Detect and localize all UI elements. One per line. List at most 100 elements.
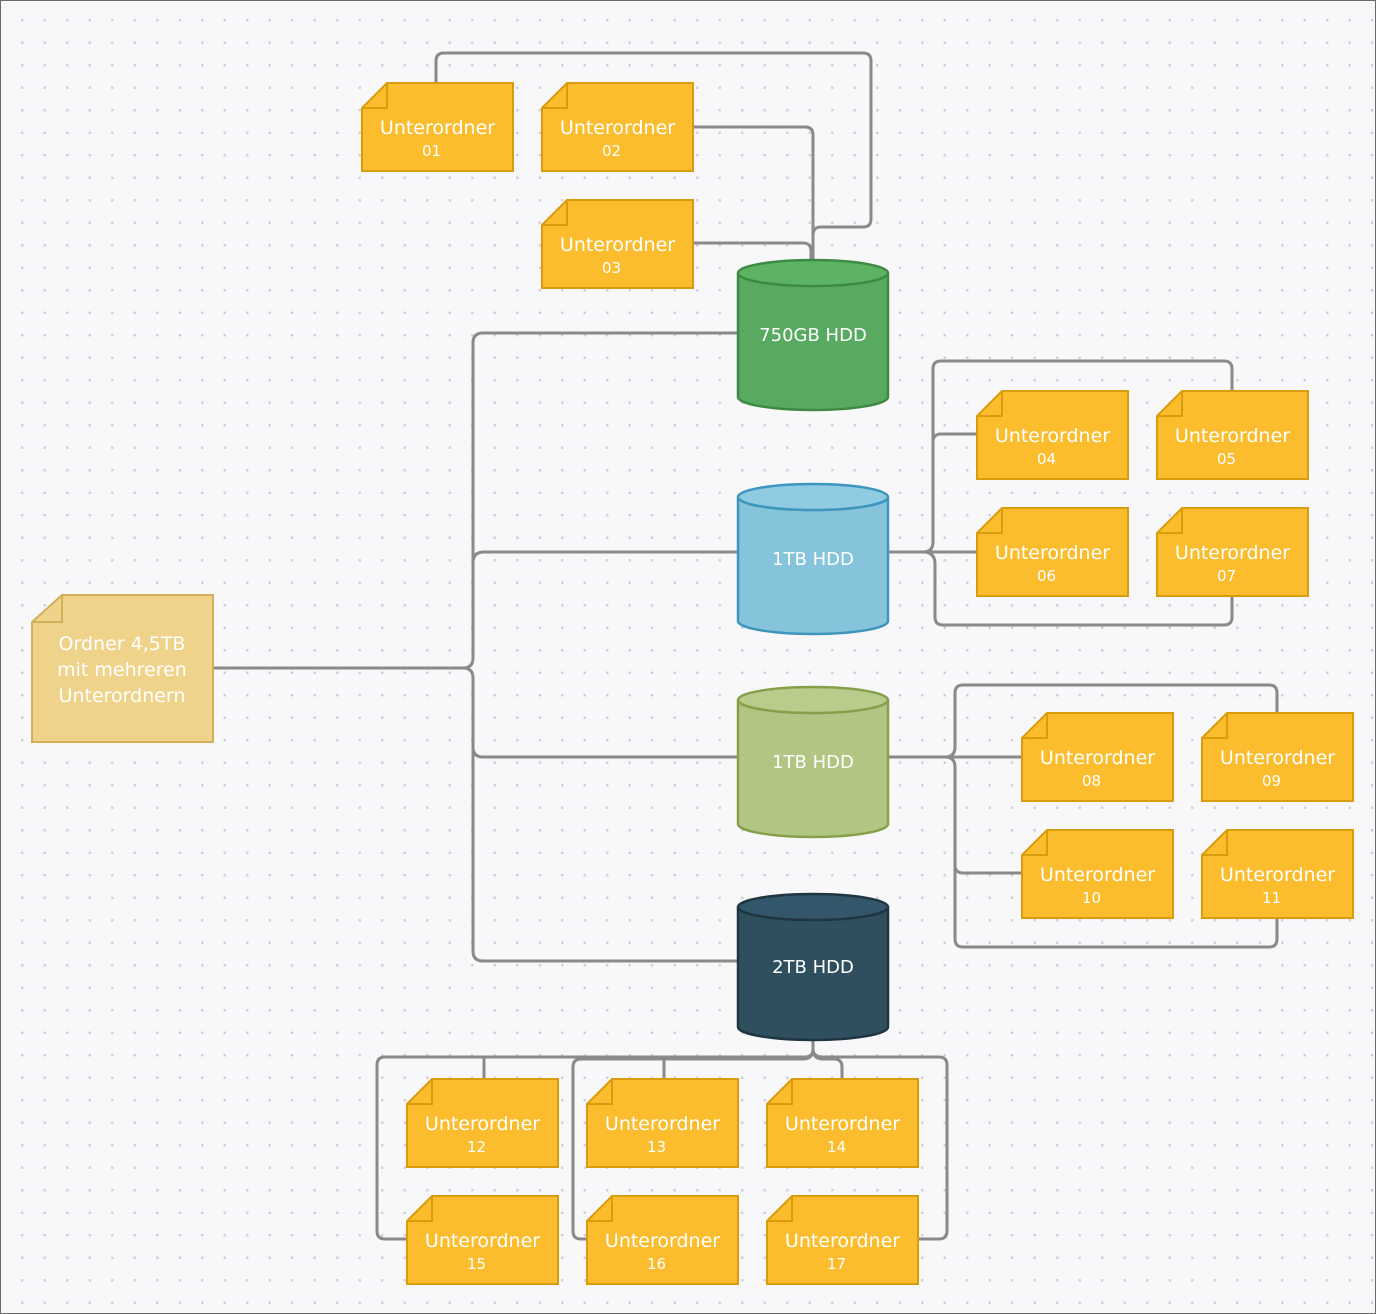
connector-750gb-02 xyxy=(691,125,815,261)
subfolder-note-shape xyxy=(1201,829,1354,919)
subfolder-note-shape xyxy=(976,390,1129,480)
subfolder-number: 02 xyxy=(602,142,621,160)
subfolder-title: Unterordner xyxy=(995,542,1110,564)
hdd-2tb-label: 2TB HDD xyxy=(772,957,854,978)
connector-1tba-05 xyxy=(931,359,1234,444)
subfolder-note-02[interactable]: Unterordner 02 xyxy=(541,82,694,172)
connector-2tb-14 xyxy=(811,1047,844,1081)
subfolder-note-07[interactable]: Unterordner 07 xyxy=(1156,507,1309,597)
connector-root-trunk xyxy=(211,331,739,670)
subfolder-title: Unterordner xyxy=(785,1113,900,1135)
root-folder-line-1: Ordner 4,5TB xyxy=(59,633,186,655)
subfolder-number: 05 xyxy=(1217,450,1236,468)
subfolder-note-12[interactable]: Unterordner 12 xyxy=(406,1078,559,1168)
connector-1tbb-11 xyxy=(953,863,1279,949)
root-folder-note[interactable]: Ordner 4,5TB mit mehreren Unterordnern xyxy=(31,594,214,743)
connector-750gb-03 xyxy=(691,241,813,261)
subfolder-number: 03 xyxy=(602,259,621,277)
root-folder-line-3: Unterordnern xyxy=(59,685,186,707)
subfolder-note-corner xyxy=(977,391,1003,417)
subfolder-number: 16 xyxy=(647,1255,666,1273)
subfolder-note-corner xyxy=(1022,713,1048,739)
connector-1tbb-10 xyxy=(943,755,1024,875)
subfolder-note-16[interactable]: Unterordner 16 xyxy=(586,1195,739,1285)
subfolder-title: Unterordner xyxy=(1175,425,1290,447)
subfolder-number: 15 xyxy=(467,1255,486,1273)
subfolder-number: 01 xyxy=(422,142,441,160)
subfolder-note-05[interactable]: Unterordner 05 xyxy=(1156,390,1309,480)
subfolder-note-corner xyxy=(1202,713,1228,739)
connector-1tba-04 xyxy=(886,432,979,554)
hdd-1tb-a-label: 1TB HDD xyxy=(772,549,854,570)
subfolder-note-shape xyxy=(976,507,1129,597)
subfolder-note-15[interactable]: Unterordner 15 xyxy=(406,1195,559,1285)
subfolder-title: Unterordner xyxy=(1040,864,1155,886)
hdd-750gb-lid xyxy=(736,258,890,288)
subfolder-note-shape xyxy=(586,1195,739,1285)
root-folder-line-2: mit mehreren xyxy=(57,659,187,681)
subfolder-number: 17 xyxy=(827,1255,846,1273)
subfolder-note-corner xyxy=(1022,830,1048,856)
subfolder-note-corner xyxy=(767,1196,793,1222)
hdd-1tb-b-cylinder[interactable]: 1TB HDD xyxy=(736,685,890,839)
subfolder-note-03[interactable]: Unterordner 03 xyxy=(541,199,694,289)
subfolder-note-shape xyxy=(586,1078,739,1168)
subfolder-note-shape xyxy=(406,1195,559,1285)
subfolder-note-shape xyxy=(1021,829,1174,919)
subfolder-note-shape xyxy=(541,199,694,289)
subfolder-note-shape xyxy=(766,1195,919,1285)
hdd-750gb-label: 750GB HDD xyxy=(759,325,867,346)
subfolder-title: Unterordner xyxy=(1220,747,1335,769)
subfolder-note-corner xyxy=(1157,508,1183,534)
subfolder-number: 12 xyxy=(467,1138,486,1156)
subfolder-note-corner xyxy=(542,83,568,109)
subfolder-note-shape xyxy=(1156,507,1309,597)
subfolder-note-shape xyxy=(406,1078,559,1168)
hdd-1tb-b-label: 1TB HDD xyxy=(772,752,854,773)
connector-2tb-17 xyxy=(811,1047,949,1241)
subfolder-note-17[interactable]: Unterordner 17 xyxy=(766,1195,919,1285)
hdd-1tb-b-lid xyxy=(736,685,890,715)
connector-root-2tb xyxy=(471,745,739,963)
hdd-1tb-a-lid xyxy=(736,482,890,512)
subfolder-number: 04 xyxy=(1037,450,1056,468)
hdd-2tb-cylinder[interactable]: 2TB HDD xyxy=(736,892,890,1042)
connector-1tbb-09 xyxy=(943,683,1279,759)
subfolder-note-corner xyxy=(362,83,388,109)
subfolder-number: 07 xyxy=(1217,567,1236,585)
subfolder-note-corner xyxy=(767,1079,793,1105)
subfolder-number: 13 xyxy=(647,1138,666,1156)
connector-1tba-07 xyxy=(921,550,1234,627)
subfolder-title: Unterordner xyxy=(785,1230,900,1252)
subfolder-title: Unterordner xyxy=(605,1230,720,1252)
subfolder-title: Unterordner xyxy=(560,234,675,256)
subfolder-note-corner xyxy=(1202,830,1228,856)
subfolder-title: Unterordner xyxy=(425,1230,540,1252)
connector-750gb-01 xyxy=(434,51,873,261)
connector-root-1tb-a xyxy=(471,550,739,565)
subfolder-title: Unterordner xyxy=(560,117,675,139)
subfolder-title: Unterordner xyxy=(995,425,1110,447)
subfolder-title: Unterordner xyxy=(1175,542,1290,564)
subfolder-number: 08 xyxy=(1082,772,1101,790)
subfolder-note-04[interactable]: Unterordner 04 xyxy=(976,390,1129,480)
hdd-2tb-lid xyxy=(736,892,890,922)
subfolder-note-shape xyxy=(361,82,514,172)
subfolder-title: Unterordner xyxy=(425,1113,540,1135)
subfolder-note-corner xyxy=(1157,391,1183,417)
hdd-1tb-a-cylinder[interactable]: 1TB HDD xyxy=(736,482,890,636)
hdd-750gb-cylinder[interactable]: 750GB HDD xyxy=(736,258,890,412)
subfolder-note-shape xyxy=(1201,712,1354,802)
subfolder-note-corner xyxy=(407,1196,433,1222)
subfolder-note-shape xyxy=(1021,712,1174,802)
